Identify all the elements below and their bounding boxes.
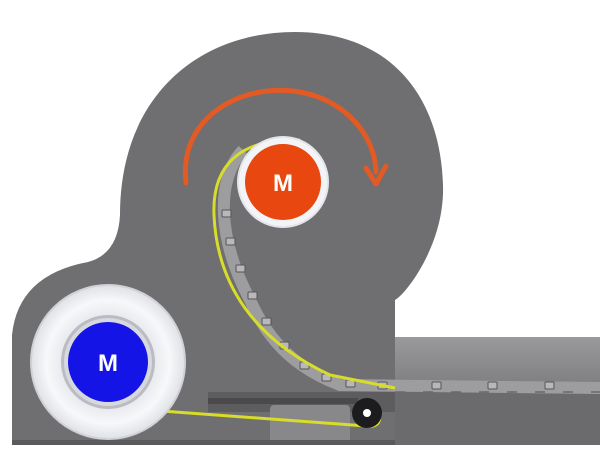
top-motor-label: M [273,170,293,197]
conveyor-front [395,389,600,445]
guide-slot [208,398,358,404]
peel-block [270,405,350,443]
rotation-arrow [182,87,389,187]
housing-shadow [12,440,395,445]
cover-tape-line [212,138,396,390]
top-motor: M [237,136,329,228]
bottom-motor-label: M [98,350,118,377]
bottom-motor-reel: M [30,284,186,440]
peel-roller [352,398,382,428]
